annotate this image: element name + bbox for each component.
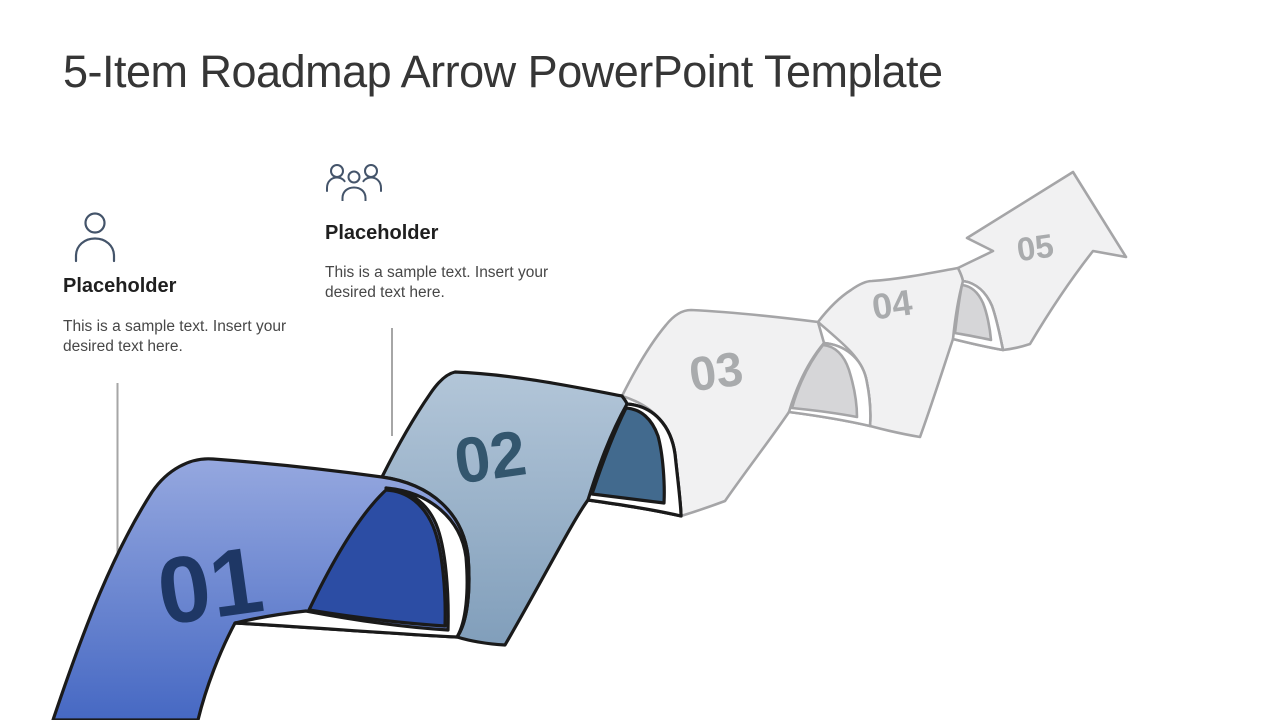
placeholder-body: This is a sample text. Insert your desir… — [63, 318, 287, 355]
slide-title: 5-Item Roadmap Arrow PowerPoint Template — [63, 46, 943, 97]
ribbon-segment-3-underside — [790, 343, 859, 419]
step-number-5: 05 — [1014, 227, 1056, 269]
placeholder-block-1: Placeholder This is a sample text. Inser… — [63, 211, 291, 357]
ribbon-segment-2-underside — [590, 406, 666, 505]
ribbon-segment-4-underside — [953, 283, 993, 342]
step-number-2: 02 — [450, 416, 531, 497]
step-number-1: 01 — [151, 526, 269, 645]
placeholder-heading: Placeholder — [63, 275, 177, 297]
step-number-4: 04 — [869, 281, 914, 327]
people-icon — [326, 164, 382, 201]
step-number-3: 03 — [686, 343, 746, 403]
placeholder-heading: Placeholder — [325, 222, 439, 244]
placeholder-block-2: Placeholder This is a sample text. Inser… — [325, 163, 553, 303]
ribbon-segment-1-underside — [307, 488, 447, 628]
placeholder-body: This is a sample text. Insert your desir… — [325, 264, 549, 301]
person-icon — [74, 212, 116, 263]
ribbon-fold-1-channel — [233, 486, 469, 639]
